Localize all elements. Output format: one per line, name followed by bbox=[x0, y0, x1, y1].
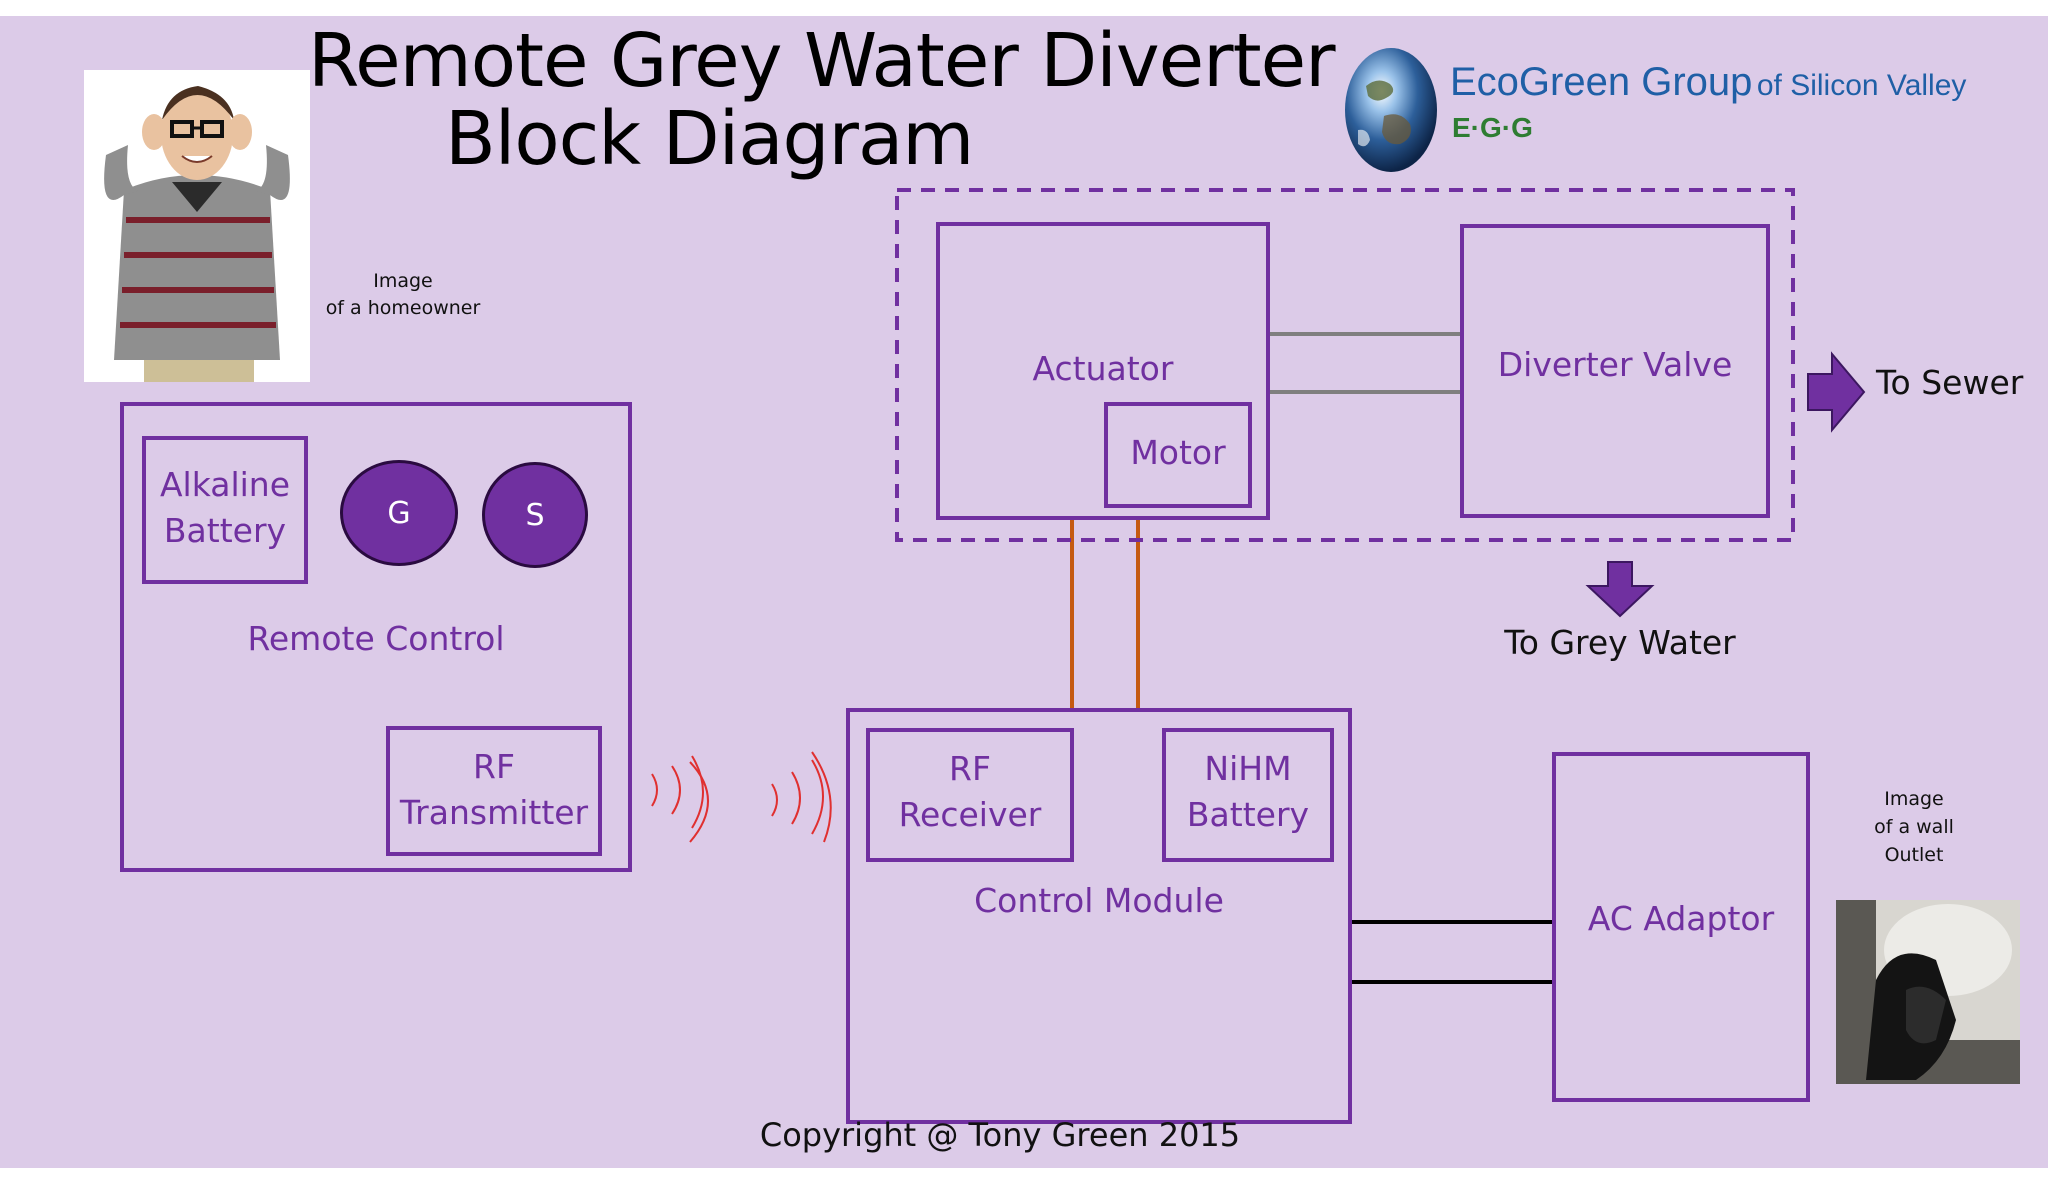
logo-name: EcoGreen Group bbox=[1450, 60, 1753, 104]
outlet-caption-line1: Image bbox=[1884, 788, 1944, 810]
nihm-battery-box bbox=[1162, 728, 1334, 862]
rf-receiver-label-1: RF bbox=[949, 749, 991, 788]
copyright-text: Copyright @ Tony Green 2015 bbox=[759, 1116, 1241, 1154]
ac-adaptor-label: AC Adaptor bbox=[1587, 899, 1775, 938]
control-module-label: Control Module bbox=[974, 881, 1224, 920]
homeowner-caption-line2: of a homeowner bbox=[325, 297, 481, 319]
rf-receiver-label-2: Receiver bbox=[898, 795, 1042, 834]
diverter-valve-box bbox=[1460, 224, 1770, 518]
rf-transmitter-label-1: RF bbox=[473, 747, 515, 786]
outlet-caption-line3: Outlet bbox=[1884, 844, 1944, 866]
rf-transmitter-label-2: Transmitter bbox=[399, 793, 589, 832]
slide-canvas: Remote Grey Water Diverter Block Diagram… bbox=[0, 16, 2048, 1168]
actuator-label: Actuator bbox=[1032, 349, 1174, 388]
connectors-layer bbox=[651, 188, 1866, 984]
actuator-group-border bbox=[895, 188, 1795, 542]
alkaline-battery-label-2: Battery bbox=[163, 511, 287, 550]
ac-adaptor-box bbox=[1552, 752, 1810, 1102]
button-g[interactable]: G bbox=[340, 460, 458, 566]
control-module-box bbox=[846, 708, 1352, 1124]
motor-label: Motor bbox=[1130, 433, 1226, 472]
nihm-battery-label-2: Battery bbox=[1186, 795, 1310, 834]
to-grey-water-label: To Grey Water bbox=[1504, 623, 1736, 662]
motor-box bbox=[1104, 402, 1252, 508]
logo-abbr: E·G·G bbox=[1452, 112, 1533, 143]
homeowner-image bbox=[84, 70, 310, 382]
button-s[interactable]: S bbox=[482, 462, 588, 568]
rf-waves-receiver bbox=[771, 751, 832, 843]
outlet-caption-line2: of a wall bbox=[1874, 816, 1954, 838]
alkaline-battery-box bbox=[142, 436, 308, 584]
rf-transmitter-box bbox=[386, 726, 602, 856]
logo-suffix: of Silicon Valley bbox=[1756, 69, 1967, 102]
actuator-box bbox=[936, 222, 1270, 520]
title-line-2: Block Diagram bbox=[445, 96, 974, 182]
rf-waves-transmitter bbox=[651, 755, 709, 843]
to-sewer-label: To Sewer bbox=[1876, 363, 2024, 402]
nihm-battery-label-1: NiHM bbox=[1204, 749, 1292, 788]
remote-control-box bbox=[120, 402, 632, 872]
logo-text: EcoGreen Group of Silicon Valley bbox=[1450, 60, 1966, 105]
title-line-1: Remote Grey Water Diverter bbox=[308, 18, 1336, 104]
rf-receiver-box bbox=[866, 728, 1074, 862]
diverter-valve-label: Diverter Valve bbox=[1497, 345, 1733, 384]
globe-icon bbox=[1344, 46, 1438, 174]
remote-control-label: Remote Control bbox=[247, 619, 505, 658]
arrow-down-icon bbox=[1585, 561, 1655, 618]
arrow-right-icon bbox=[1807, 351, 1866, 433]
homeowner-caption-line1: Image bbox=[373, 270, 433, 292]
wall-outlet-image bbox=[1836, 900, 2020, 1084]
alkaline-battery-label-1: Alkaline bbox=[159, 465, 291, 504]
